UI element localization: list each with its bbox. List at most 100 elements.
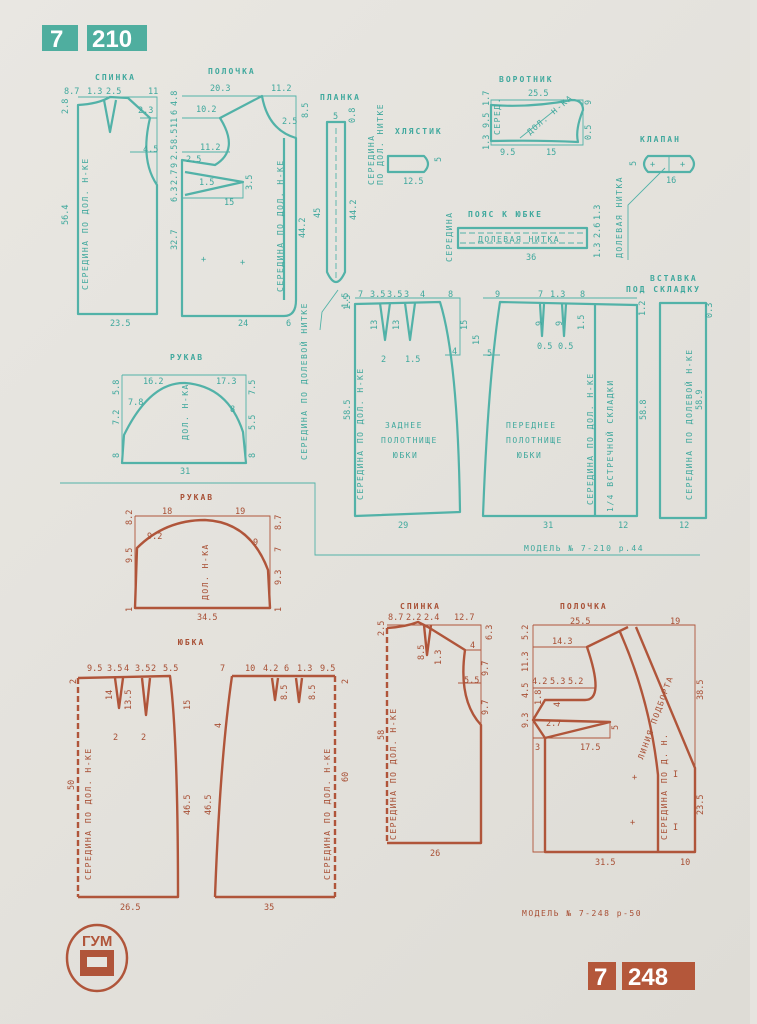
dimension-label: 2.5 — [282, 117, 297, 127]
divider-line — [60, 482, 700, 556]
piece-label: ЮБКИ — [517, 451, 542, 460]
dimension-label: 16 — [666, 176, 676, 186]
dimension-label: 7 — [274, 547, 284, 552]
dimension-label: 38.5 — [696, 680, 706, 700]
dimension-label: 9.5 — [125, 548, 135, 563]
piece-title: ВСТАВКА — [650, 274, 698, 283]
tab-piece — [386, 154, 430, 174]
dimension-label: 9.3 — [274, 570, 284, 585]
dimension-label: 15 — [183, 700, 193, 710]
back-210-piece — [76, 95, 159, 316]
dimension-label: 2.5 — [170, 145, 180, 160]
dimension-label: 32.7 — [170, 230, 180, 250]
grain-note: ДОЛЕВАЯ НИТКА — [615, 176, 624, 258]
badge-series: 7 — [50, 26, 63, 53]
svg-text:ГУМ: ГУМ — [82, 933, 112, 950]
dimension-label: 4 — [452, 347, 457, 357]
dimension-label: 15 — [546, 148, 556, 158]
dimension-label: 31 — [543, 521, 553, 531]
dimension-label: 9 — [535, 321, 545, 326]
dimension-label: 50 — [67, 780, 77, 790]
grain-note: СЕРЕДИНА ПО ДОЛ. Н-КЕ — [586, 372, 595, 505]
dimension-label: 5.5 — [163, 664, 178, 674]
dimension-label: 19 — [670, 617, 680, 627]
dimension-label: 8.5 — [170, 129, 180, 144]
dimension-label: 13.5 — [124, 690, 134, 710]
dimension-label: 10 — [680, 858, 690, 868]
dimension-label: 1.2 — [638, 301, 648, 316]
grain-note: СЕРЕДИНА ПО ДОЛЕВОЙ Н-КЕ — [683, 348, 694, 500]
svg-text:+: + — [630, 818, 635, 828]
dimension-label: 4 — [553, 702, 563, 707]
dimension-label: 23.5 — [110, 319, 130, 329]
dimension-label: 3.5 — [387, 290, 402, 300]
dimension-label: 58.9 — [695, 390, 705, 410]
dimension-label: 10 — [245, 664, 255, 674]
dimension-label: 6.3 — [485, 625, 495, 640]
dimension-label: 5 — [434, 157, 444, 162]
piece-label: ЗАДНЕЕ — [385, 421, 423, 430]
dimension-label: 9.3 — [521, 713, 531, 728]
dimension-label: 2 — [151, 664, 156, 674]
dimension-label: 17.3 — [216, 377, 236, 387]
dimension-label: 9.7 — [481, 700, 491, 715]
dimension-label: 9 — [584, 100, 594, 105]
grain-note: СЕРЕДИНА ПО ДОЛ. Н-КЕ — [323, 747, 332, 880]
dimension-label: 8.2 — [125, 510, 135, 525]
dimension-label: 6 — [284, 664, 289, 674]
grain-note: ДОЛ. Н-КА — [201, 543, 210, 600]
dimension-label: 0.3 — [705, 303, 715, 318]
dimension-label: 1 — [125, 607, 135, 612]
piece-title: ПОЛОЧКА — [560, 602, 608, 611]
dimension-label: 1.3 — [593, 205, 603, 220]
edge-note: ЛИНИЯ ПОДБОРТА — [636, 675, 675, 761]
piece-title: ПОЯС К ЮБКЕ — [468, 210, 543, 219]
dimension-label: 1.3 — [593, 243, 603, 258]
svg-text:+: + — [201, 255, 206, 265]
dimension-label: 8 — [248, 453, 258, 458]
grain-note: СЕРЕДИНА ПО Д. Н. — [660, 733, 669, 840]
dimension-label: 2.8 — [61, 99, 71, 114]
badge-number: 210 — [92, 26, 132, 53]
dimension-label: 15 — [460, 320, 470, 330]
center-note: СЕРЕДИНА — [445, 211, 454, 262]
placket-piece — [319, 120, 347, 331]
dimension-label: 20.3 — [210, 84, 230, 94]
piece-title: ВОРОТНИК — [499, 75, 554, 84]
dimension-label: 12 — [618, 521, 628, 531]
dimension-label: 15 — [224, 198, 234, 208]
dimension-label: 35 — [264, 903, 274, 913]
dimension-label: 4 — [420, 290, 425, 300]
dimension-label: 5 — [487, 349, 492, 359]
dimension-label: 5.2 — [521, 625, 531, 640]
dimension-label: 4 — [124, 664, 129, 674]
dimension-label: 2.5 — [106, 87, 121, 97]
dimension-label: 9 — [170, 163, 180, 168]
dimension-label: 25.5 — [570, 617, 590, 627]
dimension-label: 9.5 — [87, 664, 102, 674]
flap-piece: ++ — [627, 154, 696, 260]
piece-title: СПИНКА — [400, 602, 441, 611]
dimension-label: 26 — [430, 849, 440, 859]
grain-note: СЕРЕДИНА ПО ДОЛ. Н-КЕ — [389, 707, 398, 840]
dimension-label: 3.5 — [135, 664, 150, 674]
dimension-label: 5.8 — [112, 380, 122, 395]
grain-note: СЕРЕДИНА ПО ДОЛ. Н-КЕ — [356, 367, 365, 500]
skirt-248-front-piece — [213, 674, 337, 899]
dimension-label: 9 — [555, 321, 565, 326]
sleeve-210-piece — [120, 374, 248, 465]
dimension-label: 31 — [180, 467, 190, 477]
badge-248: 7 248 — [588, 962, 695, 991]
dimension-label: 12 — [679, 521, 689, 531]
dimension-label: 58 — [377, 730, 387, 740]
svg-text:+: + — [650, 160, 655, 170]
dimension-label: 8.5 — [301, 103, 311, 118]
dimension-label: 16.2 — [143, 377, 163, 387]
piece-title: РУКАВ — [170, 353, 204, 362]
dimension-label: 11 — [148, 87, 158, 97]
dimension-label: 25.5 — [528, 89, 548, 99]
dimension-label: 1.7 — [482, 91, 492, 106]
dimension-label: 2 — [381, 355, 386, 365]
dimension-label: 2 — [341, 679, 351, 684]
grain-note: ДОЛ. Н-КА — [181, 383, 190, 440]
